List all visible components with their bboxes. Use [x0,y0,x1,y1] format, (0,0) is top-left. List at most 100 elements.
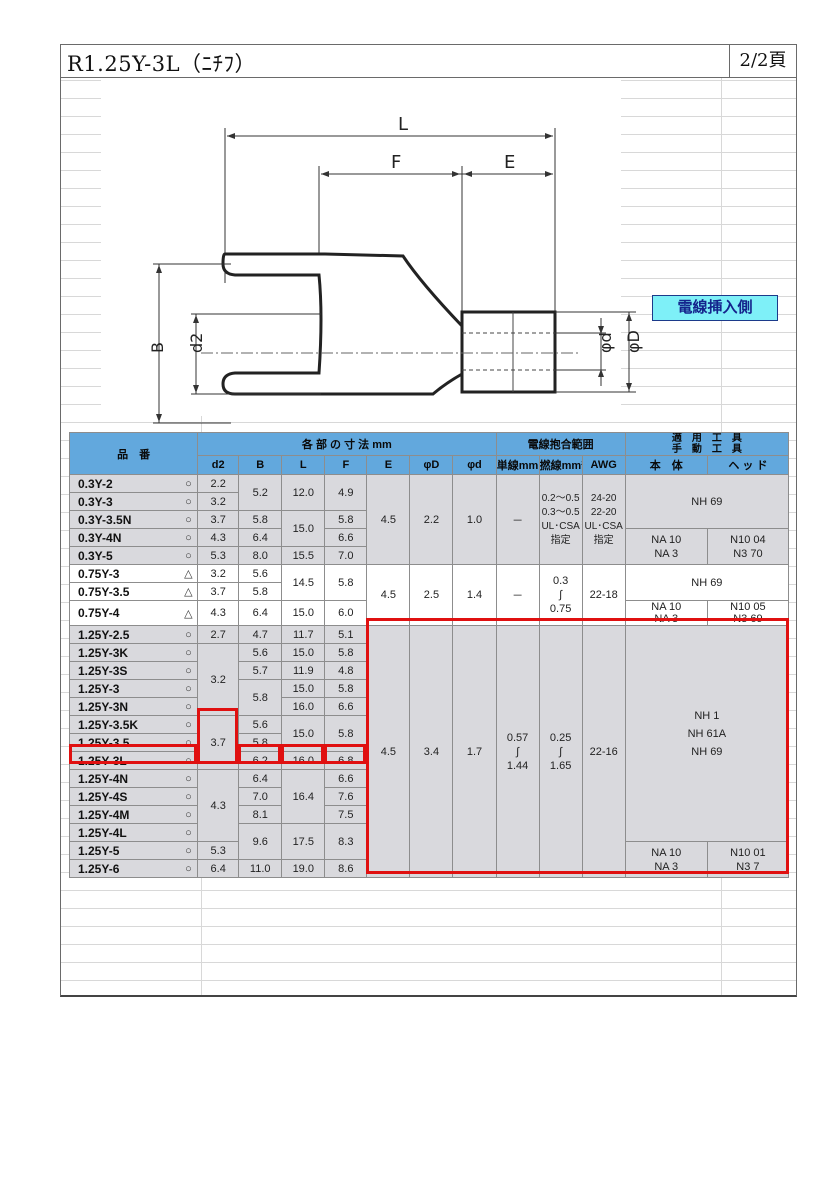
tool-head-2: N3 70 [733,547,763,560]
arrow [626,313,632,321]
table-row-part-no: 0.75Y-3 [68,564,180,583]
col-f: F [324,455,368,475]
col-phi-D: φD [409,455,454,475]
header-hand-tools-label: 手 動 工 具 [671,444,742,455]
label-b: B [148,342,167,353]
arrow [156,414,162,422]
document-title: R1.25Y-3L（ﾆﾁﾌ） [67,52,257,76]
arrow [227,133,235,139]
cell-f: 5.8 [324,679,368,698]
spec-table: 品 番 各 部 の 寸 法 mm 電線抱合範囲 適 用 工 具手 動 工 具 d… [68,432,790,878]
cell-l: 14.5 [281,564,326,601]
cell-d2: 2.7 [197,625,240,644]
cell-e: 4.5 [366,474,411,565]
availability-mark: ○ [179,510,199,529]
table-row-part-no: 0.3Y-4N [68,528,180,547]
cell-e: 4.5 [366,564,411,626]
cell-f: 6.0 [324,600,368,626]
table-row-part-no: 1.25Y-4N [68,769,180,788]
availability-mark: ○ [179,697,199,716]
cell-d2: 3.2 [197,492,240,511]
col-e: E [366,455,411,475]
table-row-part-no: 1.25Y-2.5 [68,625,180,644]
availability-mark: ○ [179,769,199,788]
cell-f: 6.6 [324,697,368,716]
tool-body-1: NA 10 [651,846,682,859]
table-row-part-no: 1.25Y-3N [68,697,180,716]
cell-b: 6.4 [238,600,283,626]
cell-l: 16.0 [281,697,326,716]
cell-d2: 3.7 [197,715,240,770]
cell-solid: － [495,474,540,565]
cell-d2: 3.2 [197,643,240,716]
label-d2: d2 [187,333,206,353]
availability-mark: ○ [179,474,199,493]
table-row-part-no: 0.3Y-2 [68,474,180,493]
cell-d2: 4.3 [197,769,240,842]
page-number: 2/2頁 [729,45,796,77]
cell-d2: 6.4 [197,859,240,878]
table-row-part-no: 1.25Y-3L [68,751,180,770]
cell-l: 15.0 [281,643,326,662]
cell-phi-D: 2.5 [409,564,454,626]
cell-d2: 3.7 [197,582,240,601]
terminal-barrel [460,310,557,394]
table-row-part-no: 1.25Y-3S [68,661,180,680]
cell-strand: 0.3∫0.75 [538,564,583,626]
label-f: F [391,152,401,173]
tool-head-2: N3 69 [733,613,763,625]
cell-b: 5.8 [238,679,283,716]
table-row-part-no: 0.75Y-4 [68,600,180,626]
terminal-drawing: L F E B d2 [61,78,796,438]
table-row-part-no: 0.3Y-5 [68,546,180,565]
cell-d2: 5.3 [197,841,240,860]
table-row-part-no: 0.3Y-3.5N [68,510,180,529]
table-row-part-no: 1.25Y-6 [68,859,180,878]
col-awg: AWG [581,455,626,475]
strand-range-1: 0.2～0.5 [541,492,580,504]
cell-e: 4.5 [366,625,411,878]
arrow [193,385,199,393]
table-row-part-no: 1.25Y-4L [68,823,180,842]
col-d2: d2 [197,455,240,475]
cell-f: 4.9 [324,474,368,511]
cell-f: 6.6 [324,769,368,788]
table-row-part-no: 1.25Y-4M [68,805,180,824]
tool-2: NH 61A [687,727,727,740]
awg-range-2: 22-20 [590,506,617,518]
cell-b: 5.6 [238,715,283,734]
availability-mark: ○ [179,751,199,770]
cell-b: 8.0 [238,546,283,565]
cell-f: 6.8 [324,751,368,770]
cell-b: 5.8 [238,733,283,752]
availability-mark: ○ [179,823,199,842]
cell-b: 4.7 [238,625,283,644]
cell-b: 6.4 [238,769,283,788]
arrow [452,171,460,177]
cell-f: 8.6 [324,859,368,878]
table-row-part-no: 1.25Y-3 [68,679,180,698]
tool-head-1: N10 01 [730,846,766,859]
title-bar: R1.25Y-3L（ﾆﾁﾌ） 2/2頁 [61,45,796,78]
cell-l: 19.0 [281,859,326,878]
cell-d2: 3.2 [197,564,240,583]
cell-f: 7.0 [324,546,368,565]
awg-ul: UL･CSA [584,520,623,532]
tool-head-1: N10 04 [730,533,766,546]
cell-b: 5.6 [238,564,283,583]
cell-b: 11.0 [238,859,283,878]
arrow [545,133,553,139]
cell-d2: 2.2 [197,474,240,493]
cell-phi-d: 1.4 [452,564,497,626]
tool-3: NH 69 [691,745,723,758]
availability-mark: △ [179,600,199,626]
col-head: ヘ ッ ド [706,455,790,475]
strand-max: 1.65 [549,759,572,772]
cell-l: 15.0 [281,510,326,547]
awg-range-1: 24-20 [590,492,617,504]
solid-max: 1.44 [506,759,529,772]
strand-min: 0.25 [549,731,572,744]
availability-mark: ○ [179,625,199,644]
